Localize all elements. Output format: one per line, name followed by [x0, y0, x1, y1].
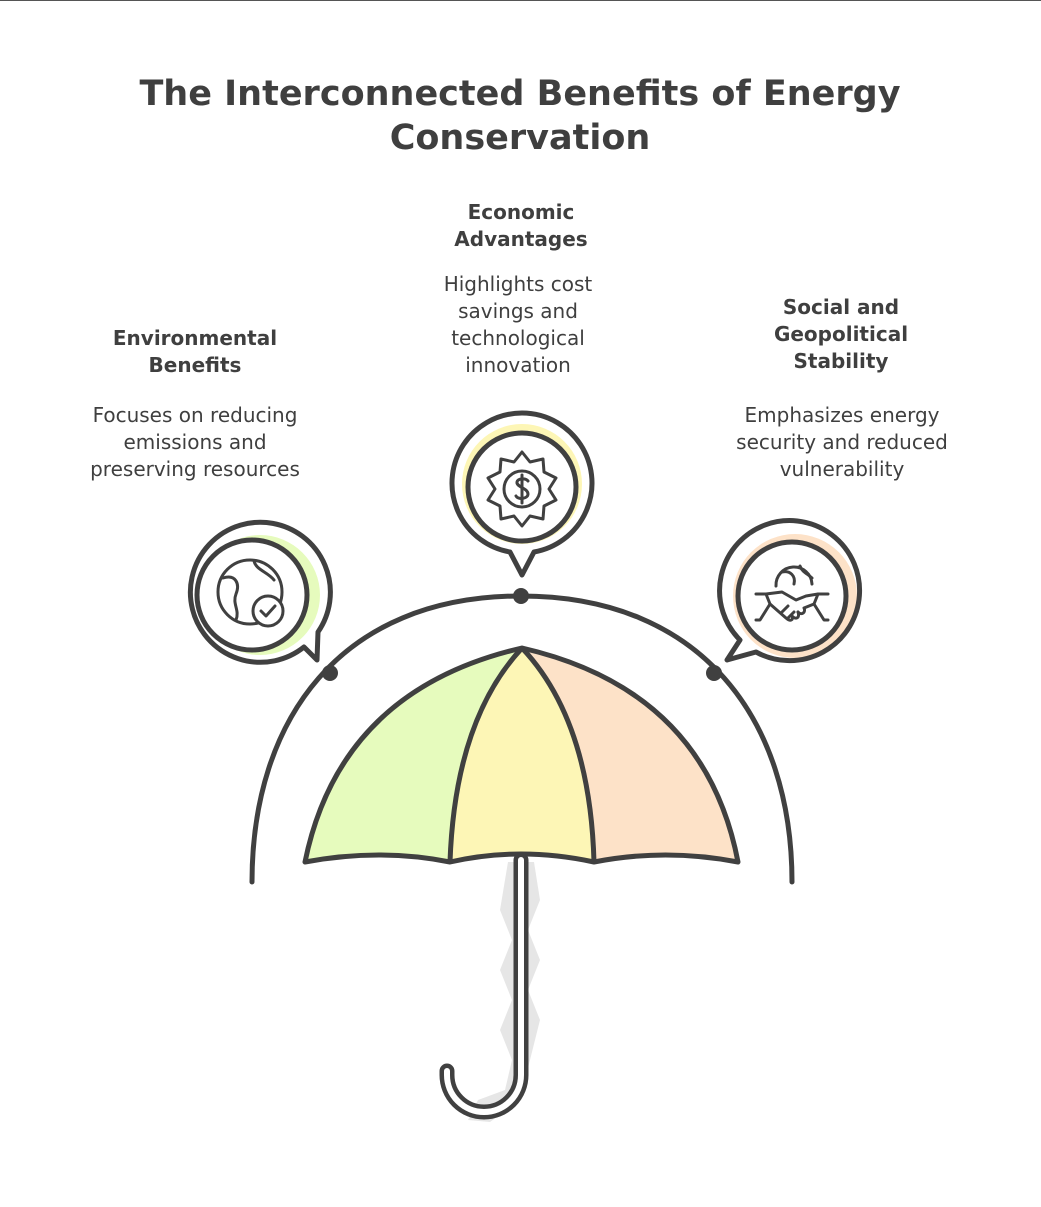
- desc-line: innovation: [465, 353, 571, 377]
- desc-line: Emphasizes energy: [744, 403, 940, 427]
- heading-line: Environmental: [112, 326, 278, 350]
- globe-check-icon: [216, 558, 285, 628]
- canopy-rib-right: [520, 646, 597, 863]
- bubble-outline: [449, 410, 595, 578]
- connection-dot-right: [706, 665, 722, 681]
- gear-dollar-icon: [486, 450, 558, 528]
- desc-line: preserving resources: [90, 457, 300, 481]
- heading-line: Benefits: [148, 353, 242, 377]
- bubble-outline: [187, 519, 333, 665]
- desc-line: savings and: [458, 299, 578, 323]
- economic-advantages-heading: Economic Advantages: [410, 199, 632, 253]
- heading-line: Geopolitical: [773, 322, 909, 346]
- title-line-1: The Interconnected Benefits of Energy: [139, 74, 901, 114]
- desc-line: vulnerability: [779, 457, 905, 481]
- canopy-rib-left: [447, 646, 524, 863]
- heading-line: Social and: [782, 295, 900, 319]
- desc-line: Highlights cost: [443, 272, 593, 296]
- desc-line: emissions and: [123, 430, 267, 454]
- canopy-panel-green: [305, 648, 522, 862]
- connection-dot-center: [513, 588, 529, 604]
- bubble-outline: [717, 518, 863, 664]
- top-border: [0, 0, 1041, 1]
- heading-line: Stability: [793, 349, 889, 373]
- handle-shadow: [468, 862, 540, 1122]
- umbrella-handle: [439, 852, 540, 1122]
- desc-line: technological: [451, 326, 585, 350]
- environmental-benefits-heading: Environmental Benefits: [70, 325, 320, 379]
- handle-inner: [444, 857, 524, 1115]
- environmental-bubble: [187, 519, 333, 665]
- economic-bubble: [449, 410, 595, 578]
- connection-dot-left: [322, 665, 338, 681]
- heading-line: Advantages: [454, 227, 588, 251]
- desc-line: security and reduced: [736, 430, 948, 454]
- desc-line: Focuses on reducing: [92, 403, 298, 427]
- environmental-benefits-description: Focuses on reducing emissions and preser…: [60, 402, 330, 483]
- title-line-2: Conservation: [389, 118, 651, 158]
- canopy-outline: [302, 645, 741, 865]
- globe-handshake-icon: [754, 564, 830, 622]
- social-geopolitical-heading: Social and Geopolitical Stability: [730, 294, 952, 375]
- social-bubble: [717, 518, 863, 664]
- heading-line: Economic: [467, 200, 575, 224]
- page-title: The Interconnected Benefits of Energy Co…: [120, 72, 920, 160]
- social-geopolitical-description: Emphasizes energy security and reduced v…: [712, 402, 972, 483]
- economic-advantages-description: Highlights cost savings and technologica…: [412, 271, 624, 379]
- bubble-inner-ring: [194, 537, 310, 653]
- canopy-panel-peach: [522, 648, 738, 862]
- umbrella-canopy: [302, 645, 741, 865]
